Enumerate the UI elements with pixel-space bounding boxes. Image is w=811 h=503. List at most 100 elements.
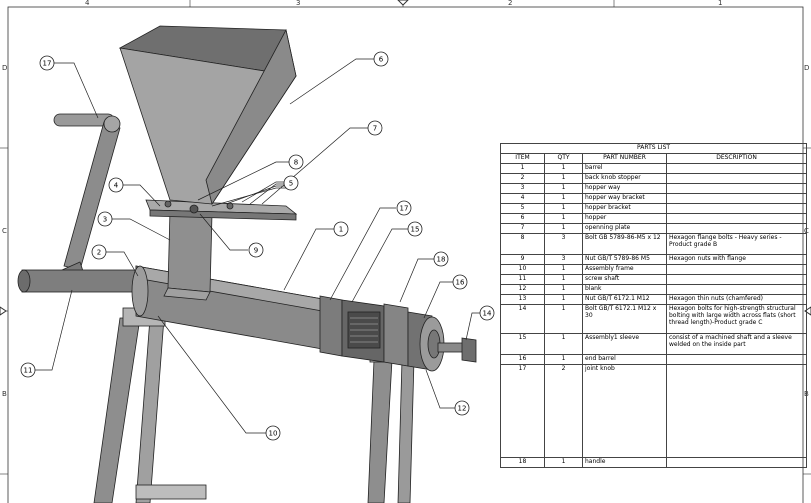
parts-list-title: PARTS LIST <box>499 143 808 154</box>
svg-text:5: 5 <box>289 180 293 188</box>
svg-text:17: 17 <box>43 60 52 68</box>
cell-item: 15 <box>500 333 545 355</box>
cell-desc: consist of a machined shaft and a sleeve… <box>665 333 808 355</box>
svg-text:17: 17 <box>400 205 409 213</box>
cell-item: 6 <box>500 213 545 224</box>
svg-text:2: 2 <box>97 249 101 257</box>
cell-item: 8 <box>500 233 545 255</box>
svg-text:6: 6 <box>379 56 384 64</box>
balloon-5: 5 <box>283 175 299 191</box>
cell-desc <box>665 173 808 184</box>
cell-desc <box>665 193 808 204</box>
balloon-16: 16 <box>452 274 468 290</box>
cell-qty: 1 <box>544 183 583 194</box>
cell-part: back knob stopper <box>582 173 667 184</box>
balloon-18: 17 <box>39 55 55 71</box>
zone-row-d-right: D <box>804 64 809 72</box>
zone-col-3: 3 <box>296 0 300 7</box>
cell-part: end barrel <box>582 354 667 365</box>
balloon-10: 10 <box>265 425 281 441</box>
cell-item: 5 <box>500 203 545 214</box>
svg-text:11: 11 <box>24 367 33 375</box>
balloon-2: 2 <box>91 244 107 260</box>
cell-item: 7 <box>500 223 545 234</box>
cell-desc <box>665 274 808 285</box>
cell-qty: 1 <box>544 333 583 355</box>
svg-text:8: 8 <box>294 159 298 167</box>
svg-text:16: 16 <box>456 279 465 287</box>
cell-item: 13 <box>500 294 545 305</box>
cell-qty: 1 <box>544 457 583 468</box>
cell-part: hopper way <box>582 183 667 194</box>
balloon-17a: 17 <box>396 200 412 216</box>
balloon-7: 7 <box>367 120 383 136</box>
cell-item: 9 <box>500 254 545 265</box>
col-part-header: PART NUMBER <box>582 153 667 164</box>
cell-qty: 2 <box>544 364 583 458</box>
cell-qty: 1 <box>544 223 583 234</box>
screw-shaft <box>17 269 153 293</box>
balloon-8: 8 <box>288 154 304 170</box>
parts-list-table: PARTS LIST ITEM QTY PART NUMBER DESCRIPT… <box>499 143 808 468</box>
cell-part: Bolt GB 5789-86-M5 x 12 <box>582 233 667 255</box>
cell-item: 2 <box>500 173 545 184</box>
cell-item: 10 <box>500 264 545 275</box>
balloon-17b: 18 <box>433 251 449 267</box>
balloon-12: 12 <box>454 400 470 416</box>
balloon-15: 15 <box>407 221 423 237</box>
cell-part: hopper <box>582 213 667 224</box>
svg-text:14: 14 <box>483 310 492 318</box>
cell-desc <box>665 354 808 365</box>
item-balloons: 17 6 7 8 5 4 9 3 2 1 17 15 18 16 14 12 1… <box>20 51 495 441</box>
svg-text:10: 10 <box>269 430 278 438</box>
balloon-9: 9 <box>248 242 264 258</box>
svg-text:1: 1 <box>339 226 343 234</box>
cell-qty: 1 <box>544 274 583 285</box>
hopper-way <box>163 209 213 301</box>
col-qty-header: QTY <box>544 153 583 164</box>
cell-part: hopper way bracket <box>582 193 667 204</box>
cell-desc <box>665 203 808 214</box>
balloon-6: 6 <box>373 51 389 67</box>
cell-desc: Hexagon bolts for high-strength structur… <box>665 304 808 334</box>
hopper <box>118 25 297 205</box>
cell-qty: 3 <box>544 254 583 265</box>
cell-qty: 1 <box>544 264 583 275</box>
cell-part: barrel <box>582 163 667 174</box>
cell-part: Bolt GB/T 6172.1 M12 x 30 <box>582 304 667 334</box>
cell-desc: Hexagon nuts with flange <box>665 254 808 265</box>
cell-desc <box>665 213 808 224</box>
cell-part: handle <box>582 457 667 468</box>
zone-row-b-left: B <box>2 390 7 398</box>
frame-legs <box>93 307 415 503</box>
cell-item: 17 <box>500 364 545 458</box>
balloon-3: 3 <box>97 211 113 227</box>
balloon-11: 11 <box>20 362 36 378</box>
svg-text:12: 12 <box>458 405 467 413</box>
balloon-4: 4 <box>108 177 124 193</box>
cell-desc: Hexagon thin nuts (chamfered) <box>665 294 808 305</box>
cell-desc <box>665 223 808 234</box>
zone-col-1: 1 <box>718 0 722 7</box>
cell-part: Assembly frame <box>582 264 667 275</box>
cell-desc <box>665 364 808 458</box>
cell-item: 18 <box>500 457 545 468</box>
cell-part: Assembly1 sleeve <box>582 333 667 355</box>
cell-item: 1 <box>500 163 545 174</box>
sleeve-assembly <box>319 295 445 372</box>
cell-qty: 1 <box>544 284 583 295</box>
hopper-bracket <box>145 199 298 221</box>
cell-qty: 1 <box>544 203 583 214</box>
svg-text:3: 3 <box>103 216 107 224</box>
